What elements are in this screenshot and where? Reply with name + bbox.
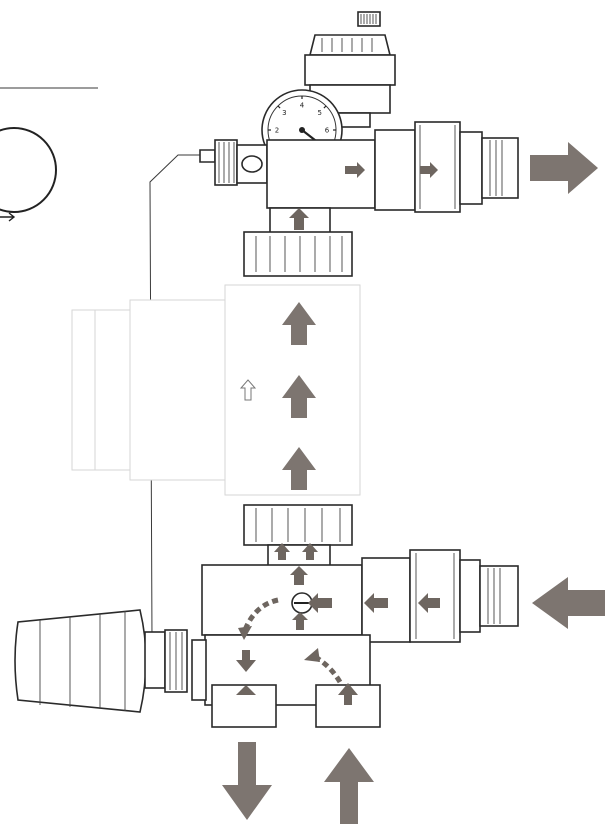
gauge-tick-label: 2 — [275, 127, 279, 135]
ghost-arrow-icon — [239, 379, 257, 401]
top-union-nut — [243, 207, 353, 277]
internal-arrow-up-icon — [289, 208, 309, 230]
arrow-right-icon — [530, 142, 598, 194]
internal-flow-arrows — [236, 543, 440, 705]
pump-flow-arrows — [282, 302, 316, 490]
circle-icon — [0, 127, 57, 213]
arrow-up-icon-1 — [282, 302, 316, 345]
thermostatic-head — [14, 609, 188, 713]
top-valve-assembly: 1234567 — [199, 11, 519, 277]
gauge-tick-mark — [277, 105, 281, 109]
sensor-body — [199, 139, 268, 186]
mixing-body — [201, 564, 363, 636]
gauge-tick-label: 4 — [300, 102, 305, 110]
gauge-tick-mark — [323, 105, 327, 109]
gauge-tick-label: 3 — [282, 109, 286, 117]
small-arrow-icon — [0, 212, 16, 222]
arrow-up-icon-2 — [282, 375, 316, 418]
internal-arrow-right-icon-2 — [420, 162, 438, 178]
circulation-pump-ghost — [71, 284, 361, 496]
pump-symbol-group — [0, 87, 98, 222]
gauge-tick-label: 5 — [317, 109, 321, 117]
internal-arrow-right-icon-1 — [345, 162, 365, 178]
arrow-down-icon — [222, 742, 272, 820]
bottom-union-nut — [243, 504, 353, 568]
arrow-up-icon-3 — [282, 447, 316, 490]
arrow-up-icon — [324, 748, 374, 824]
bottom-valve-assembly — [14, 504, 519, 728]
gauge-tick-label: 6 — [325, 127, 330, 135]
arrow-left-icon — [532, 577, 605, 629]
